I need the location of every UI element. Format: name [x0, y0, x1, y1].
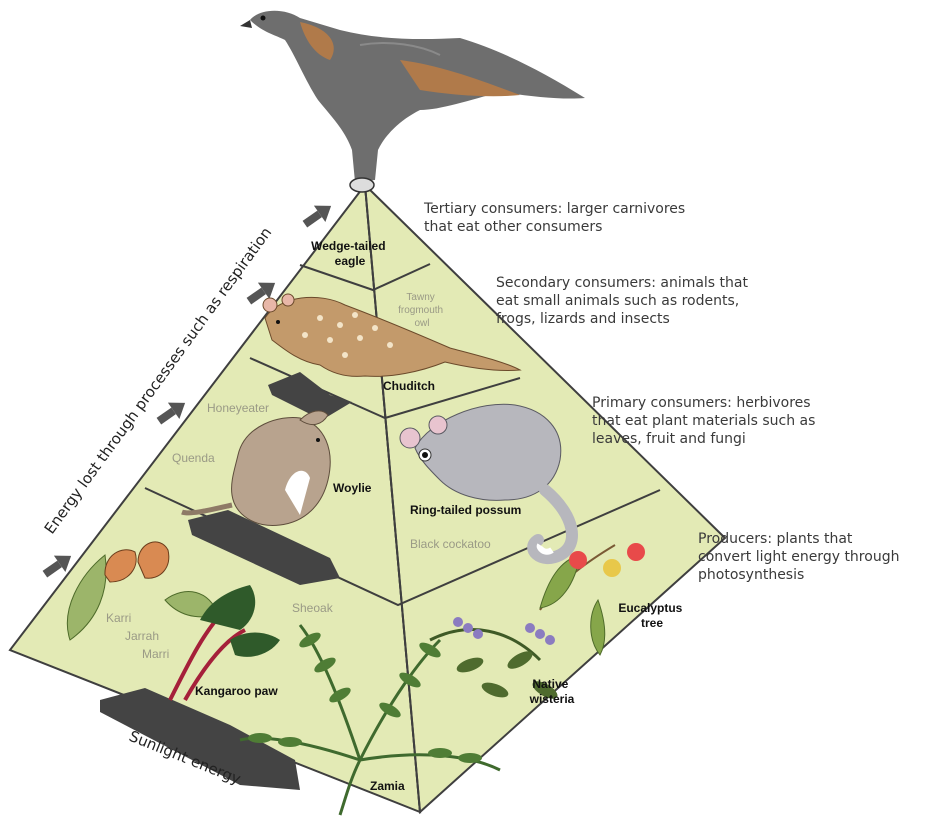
label-jarrah: Jarrah: [125, 629, 159, 643]
svg-text:Native wisteria: Native wisteria: [529, 677, 575, 706]
label-sheoak: Sheoak: [292, 601, 334, 615]
label-tawny-line2: frogmouth: [398, 305, 443, 316]
arrow-icon: [299, 198, 337, 233]
wedge-tailed-eagle-illustration: [240, 11, 585, 192]
label-black-cockatoo: Black cockatoo: [410, 537, 491, 551]
label-tawny-line1: Tawny: [406, 292, 434, 303]
caption-primary-line1: Primary consumers: herbivores: [592, 394, 815, 412]
label-native-wisteria-line1: Native: [532, 677, 568, 691]
label-eucalyptus-line2: tree: [641, 616, 663, 630]
label-chuditch: Chuditch: [383, 379, 435, 393]
caption-tertiary: Tertiary consumers: larger carnivores th…: [424, 200, 685, 236]
label-native-wisteria-line2: wisteria: [529, 692, 575, 706]
caption-primary: Primary consumers: herbivores that eat p…: [592, 394, 815, 448]
caption-producers-line2: convert light energy through: [698, 548, 899, 566]
caption-tertiary-line1: Tertiary consumers: larger carnivores: [424, 200, 685, 218]
caption-secondary-line2: eat small animals such as rodents,: [496, 292, 748, 310]
eagle-feet: [350, 178, 374, 192]
label-eucalyptus-line1: Eucalyptus: [618, 601, 682, 615]
caption-primary-line2: that eat plant materials such as: [592, 412, 815, 430]
label-honeyeater: Honeyeater: [207, 401, 269, 415]
label-tawny-line3: owl: [414, 318, 429, 329]
label-woylie: Woylie: [333, 481, 372, 495]
label-zamia: Zamia: [370, 779, 405, 793]
caption-producers: Producers: plants that convert light ene…: [698, 530, 899, 584]
caption-producers-line1: Producers: plants that: [698, 530, 899, 548]
caption-primary-line3: leaves, fruit and fungi: [592, 430, 815, 448]
label-wedge-tailed-eagle-line1: Wedge-tailed: [311, 239, 385, 253]
label-ring-tailed-possum: Ring-tailed possum: [410, 503, 521, 517]
caption-secondary-line1: Secondary consumers: animals that: [496, 274, 748, 292]
label-karri: Karri: [106, 611, 131, 625]
label-marri: Marri: [142, 647, 169, 661]
caption-secondary-line3: frogs, lizards and insects: [496, 310, 748, 328]
caption-secondary: Secondary consumers: animals that eat sm…: [496, 274, 748, 328]
label-kangaroo-paw: Kangaroo paw: [195, 684, 278, 698]
caption-producers-line3: photosynthesis: [698, 566, 899, 584]
caption-tertiary-line2: that eat other consumers: [424, 218, 685, 236]
label-quenda: Quenda: [172, 451, 215, 465]
label-wedge-tailed-eagle-line2: eagle: [335, 254, 366, 268]
